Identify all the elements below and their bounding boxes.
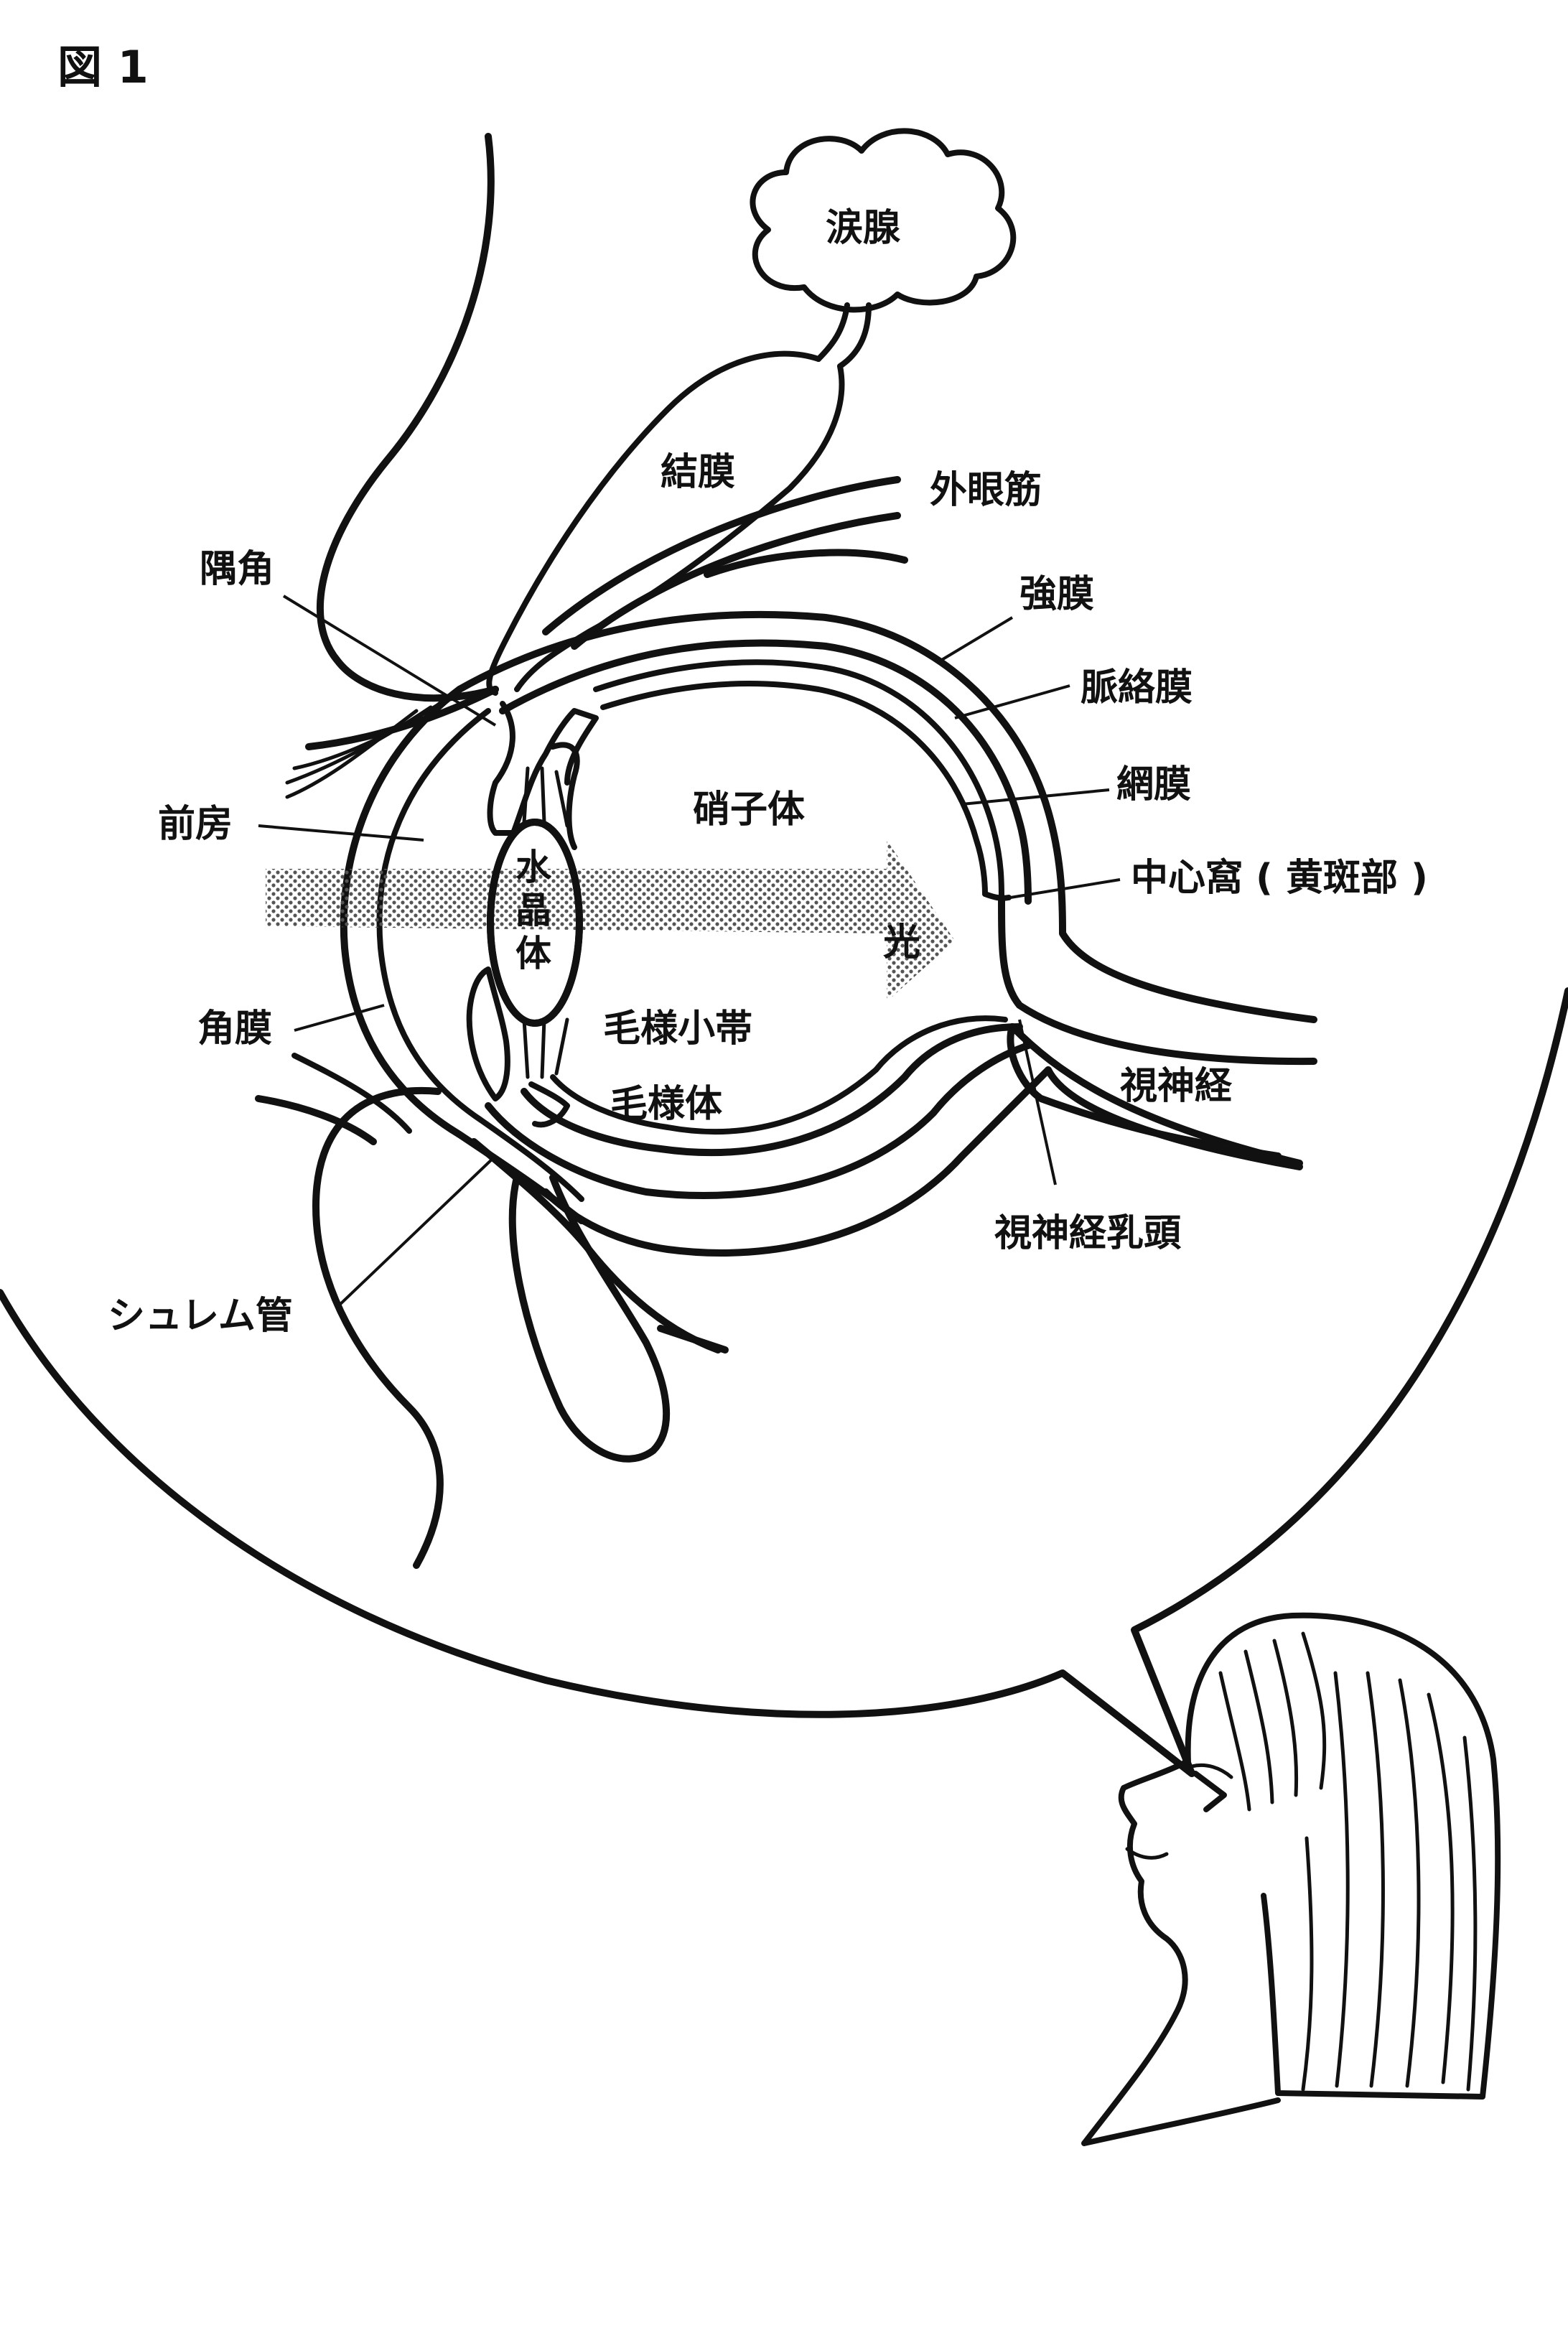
- speech-bubble: [0, 987, 1568, 1777]
- label-conjunctiva: 結膜: [661, 451, 735, 494]
- woman-figure: [1081, 1612, 1501, 2146]
- inner-structures: [466, 701, 671, 1463]
- label-zonule: 毛様小帯: [603, 1007, 752, 1050]
- label-fovea: 中心窩 ( 黄斑部 ): [1131, 857, 1428, 900]
- conjunctiva-shape: [486, 350, 845, 696]
- label-cornea: 角膜: [197, 1007, 272, 1050]
- label-sclera: 強膜: [1019, 573, 1094, 616]
- label-optic-disc: 視神経乳頭: [994, 1212, 1182, 1255]
- label-lacrimal-gland: 涙腺: [826, 207, 901, 250]
- label-extraocular-muscle: 外眼筋: [930, 469, 1042, 512]
- label-angle: 隅角: [200, 548, 274, 591]
- label-optic-nerve: 視神経: [1120, 1065, 1233, 1108]
- label-lens-3: 体: [515, 933, 551, 974]
- label-ciliary-body: 毛様体: [610, 1083, 722, 1126]
- label-schlemm: シュレム管: [108, 1295, 293, 1338]
- label-choroid: 脈絡膜: [1081, 666, 1193, 709]
- label-lens-1: 水: [515, 847, 552, 888]
- eye-globe: [340, 610, 1317, 1353]
- light-arrow: [266, 840, 955, 1002]
- label-anterior-chamber: 前房: [158, 803, 233, 846]
- lacrimal-gland-shape: [750, 128, 1017, 313]
- label-light: 光: [883, 921, 920, 964]
- labels: 涙腺 結膜 外眼筋 隅角 強膜 脈絡膜 網膜 硝子体 前房 水 晶 体 中心窩 …: [108, 207, 1428, 1338]
- leader-lines: [258, 595, 1121, 1308]
- label-retina: 網膜: [1116, 763, 1191, 806]
- label-lens-2: 晶: [515, 890, 551, 931]
- label-vitreous: 硝子体: [693, 788, 805, 831]
- figure-label: 図 1: [57, 41, 149, 93]
- eyelid-structures: [255, 133, 499, 1569]
